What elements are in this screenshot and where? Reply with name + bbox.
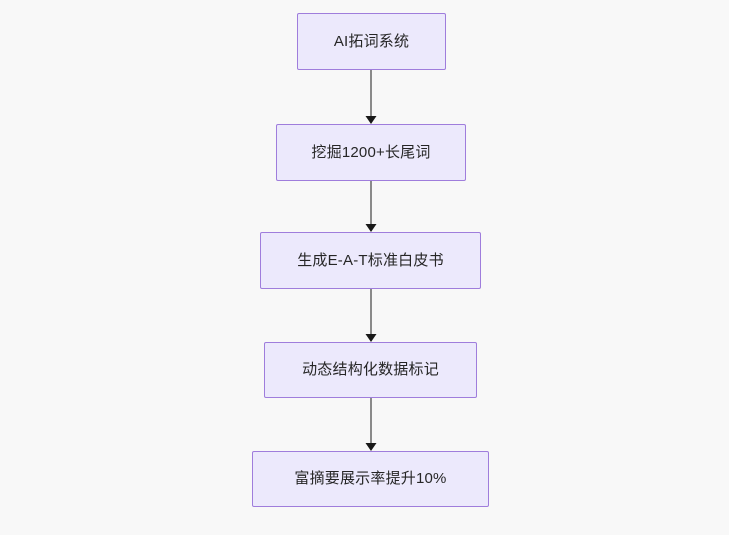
flow-node-n2[interactable]: 挖掘1200+长尾词	[276, 124, 466, 181]
flow-node-n1[interactable]: AI拓词系统	[297, 13, 446, 70]
flow-edge-n4-to-n5	[361, 398, 381, 451]
flow-node-label: AI拓词系统	[333, 32, 410, 50]
flow-edge-n1-to-n2	[361, 70, 381, 124]
flow-node-label: 挖掘1200+长尾词	[311, 143, 431, 161]
arrowhead-icon	[365, 334, 377, 342]
arrowhead-icon	[365, 443, 377, 451]
flow-edge-n2-to-n3	[361, 181, 381, 232]
flow-node-label: 富摘要展示率提升10%	[294, 470, 447, 487]
flow-node-label: 生成E-A-T标准白皮书	[297, 251, 444, 269]
arrowhead-icon	[365, 116, 377, 124]
arrowhead-icon	[365, 224, 377, 232]
flow-node-n4[interactable]: 动态结构化数据标记	[264, 342, 477, 398]
flow-node-n5[interactable]: 富摘要展示率提升10%	[252, 451, 489, 507]
flow-edge-n3-to-n4	[361, 289, 381, 342]
flow-node-label: 动态结构化数据标记	[302, 361, 439, 378]
flow-node-n3[interactable]: 生成E-A-T标准白皮书	[260, 232, 481, 289]
